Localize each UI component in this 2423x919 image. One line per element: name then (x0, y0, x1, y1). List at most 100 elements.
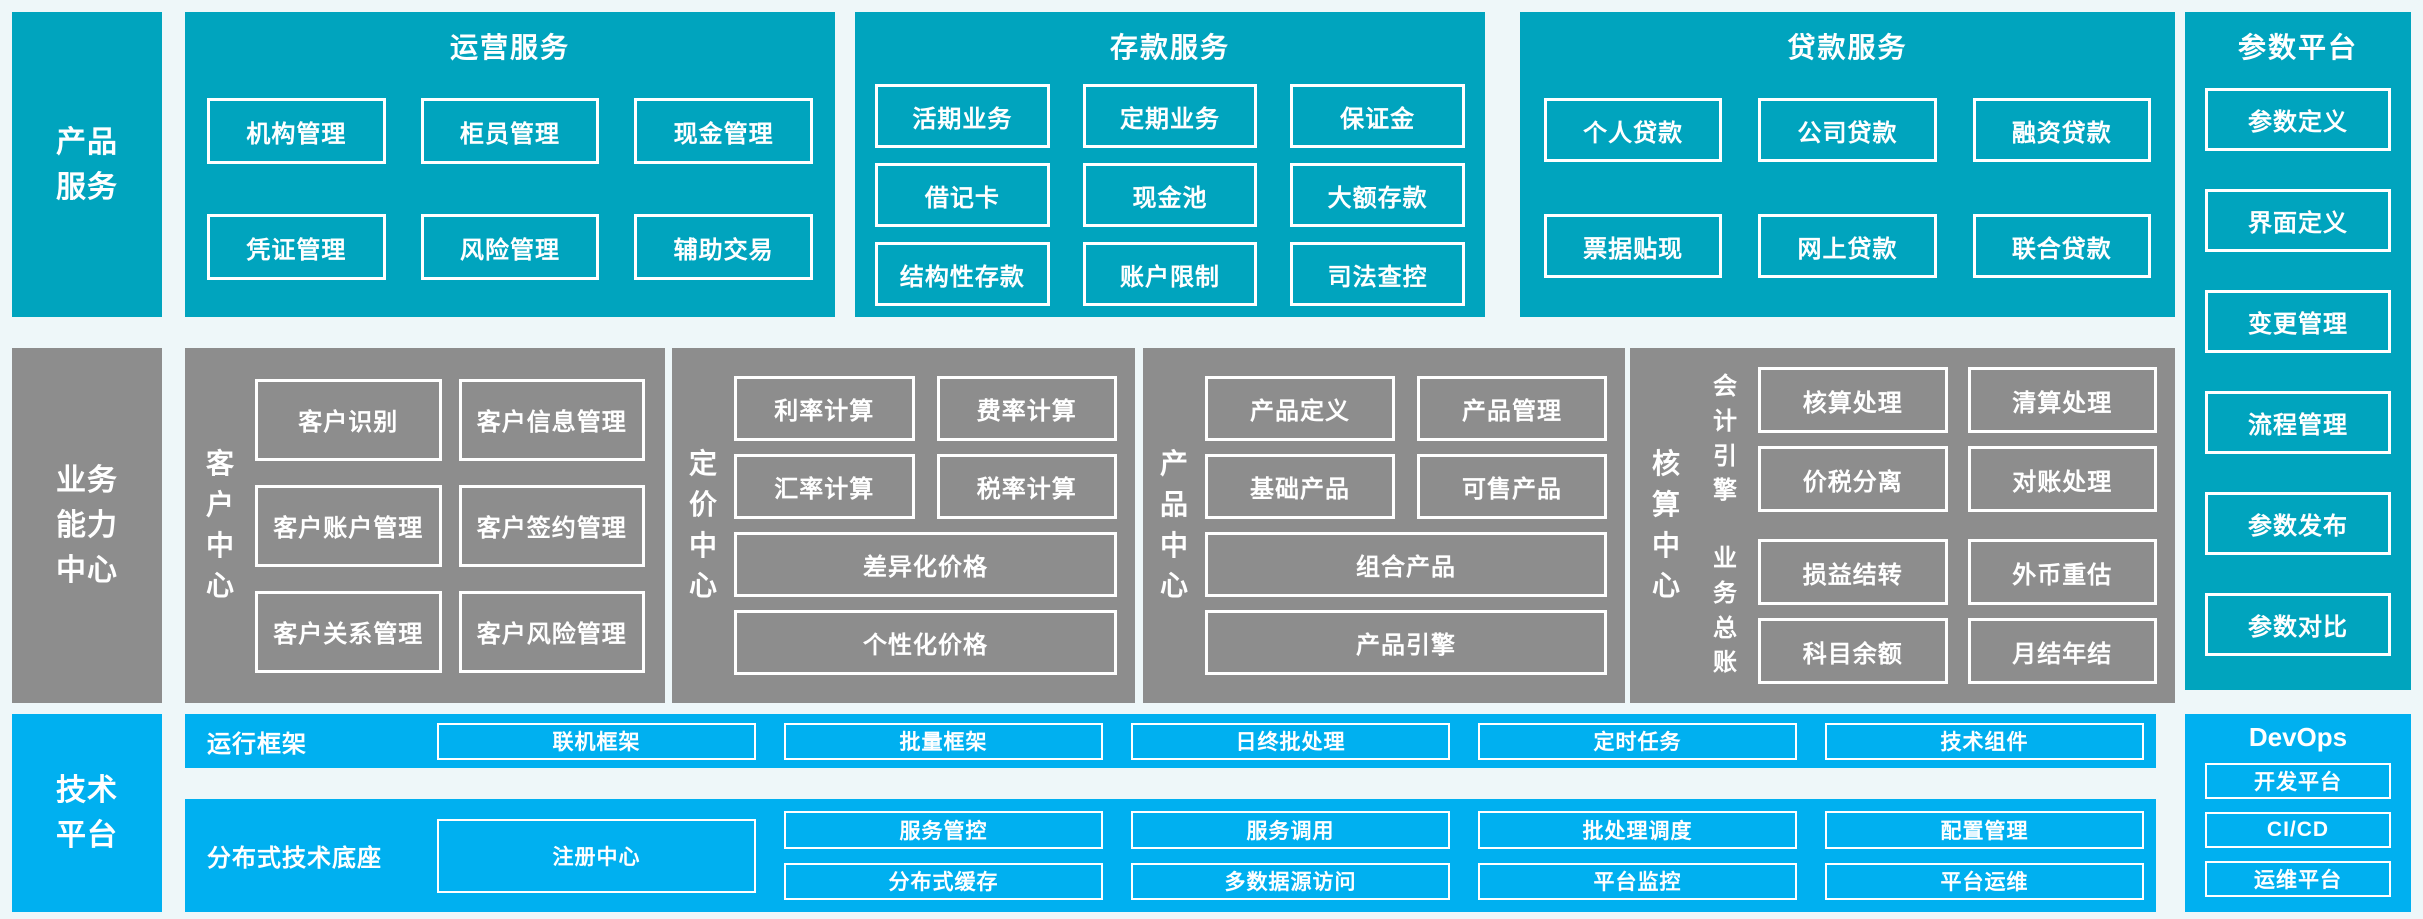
service-box: 风险管理 (420, 214, 600, 280)
service-box: 活期业务 (875, 84, 1050, 148)
registry-center-box: 注册中心 (437, 818, 756, 893)
loan-services-block: 贷款服务 个人贷款 公司贷款 融资贷款 票据贴现 网上贷款 联合贷款 (1520, 12, 2175, 317)
sidebar-product-services-label: 产品服务 (56, 125, 118, 204)
capability-box-wide: 产品引擎 (1205, 610, 1607, 675)
capability-box: 月结年结 (1967, 618, 2157, 684)
capability-box: 产品定义 (1205, 376, 1395, 441)
sidebar-business-capability: 业务能力中心 (12, 348, 162, 703)
platform-box: 日终批处理 (1131, 722, 1450, 760)
capability-box: 外币重估 (1967, 539, 2157, 605)
platform-box: 定时任务 (1478, 722, 1797, 760)
platform-box: 批处理调度 (1478, 811, 1797, 849)
accounting-center-title-wrap: 核算中心 (1630, 348, 1702, 703)
accounting-engine-group: 会计引擎 核算处理 清算处理 价税分离 对账处理 (1702, 367, 2157, 512)
service-box: 现金池 (1082, 163, 1258, 227)
parameter-platform-title: 参数平台 (2237, 32, 2358, 63)
accounting-center-title: 核算中心 (1651, 448, 1680, 602)
service-box: 司法查控 (1290, 242, 1465, 306)
capability-box: 科目余额 (1758, 618, 1948, 684)
parameter-box: 参数发布 (2205, 492, 2391, 555)
deposit-services-grid: 活期业务 定期业务 保证金 借记卡 现金池 大额存款 结构性存款 账户限制 司法… (875, 84, 1465, 306)
business-ledger-group: 业务总账 损益结转 外币重估 科目余额 月结年结 (1702, 539, 2157, 684)
deposit-services-title: 存款服务 (1109, 32, 1230, 63)
parameter-box: 界面定义 (2205, 189, 2391, 252)
devops-box: 开发平台 (2205, 763, 2391, 799)
product-center-title: 产品中心 (1159, 448, 1188, 602)
capability-box-wide: 个性化价格 (734, 610, 1117, 675)
pricing-center-grid: 利率计算 费率计算 汇率计算 税率计算 差异化价格 个性化价格 (734, 362, 1117, 689)
capability-box: 客户风险管理 (458, 590, 645, 673)
pricing-center-title: 定价中心 (688, 448, 717, 602)
product-center-grid: 产品定义 产品管理 基础产品 可售产品 组合产品 产品引擎 (1205, 362, 1607, 689)
accounting-engine-label: 会计引擎 (1713, 372, 1737, 505)
capability-box: 清算处理 (1967, 367, 2157, 433)
distributed-base-grid: 注册中心 服务管控 分布式缓存 服务调用 多数据源访问 批处理调度 平台监控 配… (437, 811, 2144, 900)
platform-box: 技术组件 (1825, 722, 2144, 760)
pricing-center-title-wrap: 定价中心 (672, 348, 734, 703)
product-center-block: 产品中心 产品定义 产品管理 基础产品 可售产品 组合产品 产品引擎 (1143, 348, 1625, 703)
platform-box: 平台运维 (1825, 862, 2144, 900)
capability-box: 客户关系管理 (255, 590, 442, 673)
devops-title: DevOps (2248, 722, 2348, 752)
operation-services-block: 运营服务 机构管理 柜员管理 现金管理 凭证管理 风险管理 辅助交易 (185, 12, 835, 317)
distributed-base-label: 分布式技术底座 (207, 845, 382, 872)
customer-center-title-wrap: 客户中心 (185, 348, 255, 703)
service-box: 票据贴现 (1544, 214, 1723, 278)
accounting-engine-label-wrap: 会计引擎 (1702, 370, 1748, 509)
runtime-framework-grid: 联机框架 批量框架 日终批处理 定时任务 技术组件 (437, 722, 2144, 760)
service-box: 保证金 (1290, 84, 1465, 148)
capability-box: 利率计算 (734, 376, 915, 441)
platform-box: 服务管控 (784, 811, 1103, 849)
parameter-box: 参数对比 (2205, 593, 2391, 656)
parameter-box: 参数定义 (2205, 88, 2391, 151)
capability-box: 客户信息管理 (458, 378, 645, 461)
accounting-center-block: 核算中心 会计引擎 核算处理 清算处理 价税分离 对账处理 业务总账 损 (1630, 348, 2175, 703)
devops-block: DevOps 开发平台 CI/CD 运维平台 (2185, 714, 2411, 912)
operation-services-title: 运营服务 (449, 32, 570, 63)
platform-box: 多数据源访问 (1131, 862, 1450, 900)
devops-box: 运维平台 (2205, 861, 2391, 897)
capability-box: 损益结转 (1758, 539, 1948, 605)
service-box: 定期业务 (1082, 84, 1258, 148)
parameter-box: 变更管理 (2205, 290, 2391, 353)
capability-box: 税率计算 (936, 454, 1117, 519)
capability-box-wide: 差异化价格 (734, 532, 1117, 597)
parameter-platform-block: 参数平台 参数定义 界面定义 变更管理 流程管理 参数发布 参数对比 (2185, 12, 2411, 690)
service-box: 现金管理 (634, 98, 813, 164)
parameter-platform-stack: 参数定义 界面定义 变更管理 流程管理 参数发布 参数对比 (2205, 88, 2391, 656)
business-ledger-grid: 损益结转 外币重估 科目余额 月结年结 (1758, 539, 2157, 684)
service-box: 大额存款 (1290, 163, 1465, 227)
capability-box: 可售产品 (1417, 454, 1607, 519)
sidebar-tech-platform-label: 技术平台 (56, 774, 118, 852)
capability-box: 产品管理 (1417, 376, 1607, 441)
sidebar-business-capability-label: 业务能力中心 (56, 464, 118, 587)
capability-box: 客户识别 (255, 378, 442, 461)
accounting-engine-grid: 核算处理 清算处理 价税分离 对账处理 (1758, 367, 2157, 512)
deposit-services-block: 存款服务 活期业务 定期业务 保证金 借记卡 现金池 大额存款 结构性存款 账户… (855, 12, 1485, 317)
service-box: 借记卡 (875, 163, 1050, 227)
capability-box: 费率计算 (936, 376, 1117, 441)
service-box: 融资贷款 (1972, 98, 2151, 162)
capability-box: 基础产品 (1205, 454, 1395, 519)
distributed-base-bar: 分布式技术底座 注册中心 服务管控 分布式缓存 服务调用 多数据源访问 批处理调… (185, 799, 2156, 912)
service-box: 公司贷款 (1758, 98, 1937, 162)
loan-services-grid: 个人贷款 公司贷款 融资贷款 票据贴现 网上贷款 联合贷款 (1544, 98, 2151, 278)
service-box: 辅助交易 (634, 214, 813, 280)
business-ledger-label: 业务总账 (1713, 544, 1737, 677)
capability-box: 对账处理 (1967, 446, 2157, 512)
platform-box: 联机框架 (437, 722, 756, 760)
service-box: 柜员管理 (420, 98, 600, 164)
devops-box: CI/CD (2205, 812, 2391, 848)
platform-box: 配置管理 (1825, 811, 2144, 849)
platform-box: 平台监控 (1478, 862, 1797, 900)
sidebar-product-services: 产品服务 (12, 12, 162, 317)
product-center-title-wrap: 产品中心 (1143, 348, 1205, 703)
capability-box: 客户账户管理 (255, 484, 442, 567)
pricing-center-block: 定价中心 利率计算 费率计算 汇率计算 税率计算 差异化价格 个性化价格 (672, 348, 1135, 703)
loan-services-title: 贷款服务 (1787, 32, 1908, 63)
customer-center-title: 客户中心 (205, 448, 234, 602)
devops-stack: 开发平台 CI/CD 运维平台 (2205, 763, 2391, 897)
customer-center-block: 客户中心 客户识别 客户信息管理 客户账户管理 客户签约管理 客户关系管理 客户… (185, 348, 665, 703)
parameter-box: 流程管理 (2205, 391, 2391, 454)
